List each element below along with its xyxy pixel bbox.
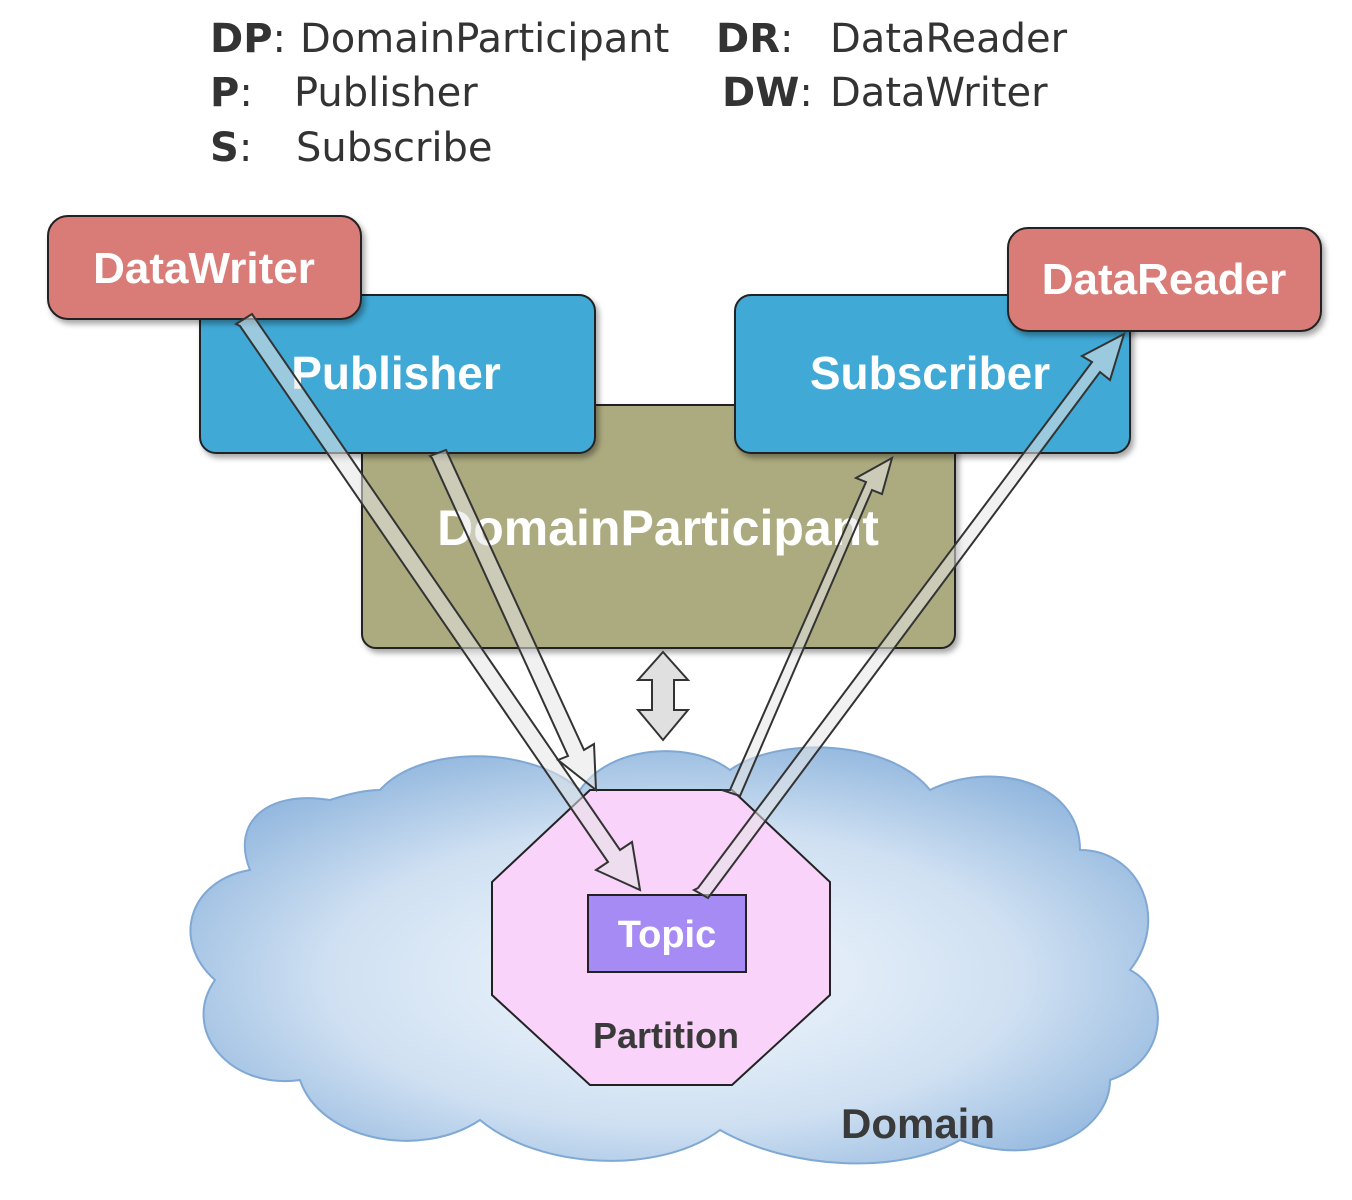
domain-label: Domain [841,1100,995,1147]
arrow-partition-to-subscriber [721,455,894,798]
subscriber-label: Subscriber [810,347,1050,399]
datawriter-box: DataWriter [47,215,362,320]
arrow-topic-to-datareader [691,332,1126,900]
partition-label: Partition [593,1015,739,1056]
arrows [233,312,1126,900]
legend-p: P:Publisher [210,70,478,116]
double-arrow-participant-domain [635,650,691,742]
legend: DP:DomainParticipant P:Publisher S:Subsc… [210,16,1068,171]
datawriter-label: DataWriter [93,244,315,293]
legend-dw: DW:DataWriter [722,70,1048,116]
legend-s: S:Subscribe [210,125,493,171]
datareader-label: DataReader [1042,255,1287,304]
datareader-box: DataReader [1007,227,1322,332]
topic-box: Topic [587,894,747,973]
domain-participant-label: DomainParticipant [437,500,879,556]
legend-dp: DP:DomainParticipant [210,16,669,62]
legend-dr: DR:DataReader [716,16,1068,62]
subscriber-box: Subscriber [734,294,1131,454]
arrow-datawriter-to-topic [233,312,642,892]
domain-participant-box: DomainParticipant [361,404,956,649]
publisher-box: Publisher [199,294,596,454]
arrow-publisher-to-partition [428,448,598,793]
topic-label: Topic [618,914,717,956]
publisher-label: Publisher [291,347,501,399]
